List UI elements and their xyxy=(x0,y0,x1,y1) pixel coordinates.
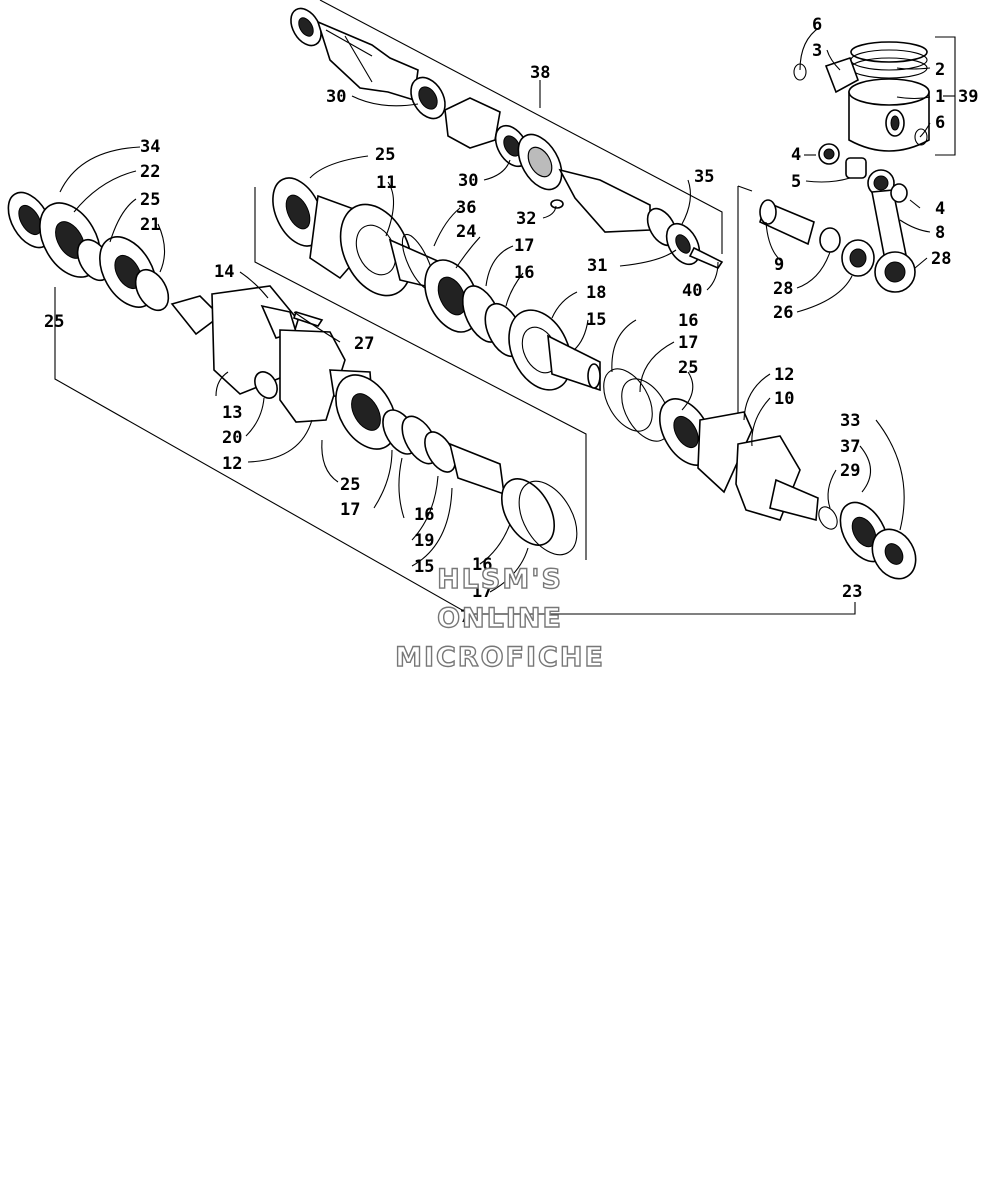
callout-17: 17 xyxy=(340,500,360,520)
callout-33: 33 xyxy=(840,411,860,431)
callout-11: 11 xyxy=(376,173,396,193)
callout-34: 34 xyxy=(140,137,160,157)
callout-25: 25 xyxy=(678,358,698,378)
center-rotor-part xyxy=(272,177,601,392)
right-crank-part xyxy=(603,368,917,580)
watermark: HLSM'S ONLINE MICROFICHE xyxy=(394,563,605,673)
callout-19: 19 xyxy=(414,531,434,551)
callout-15: 15 xyxy=(586,310,606,330)
callout-39: 39 xyxy=(958,87,978,107)
callout-16: 16 xyxy=(414,505,434,525)
callout-9: 9 xyxy=(774,255,784,275)
callout-17: 17 xyxy=(514,236,534,256)
leader-lines xyxy=(59,26,955,593)
callout-30: 30 xyxy=(458,171,478,191)
callout-16: 16 xyxy=(514,263,534,283)
callout-16: 16 xyxy=(472,555,492,575)
callout-25: 25 xyxy=(44,312,64,332)
callout-17: 17 xyxy=(678,333,698,353)
callout-28: 28 xyxy=(931,249,951,269)
callout-15: 15 xyxy=(414,557,434,577)
callout-3: 3 xyxy=(812,41,822,61)
callout-8: 8 xyxy=(935,223,945,243)
callout-20: 20 xyxy=(222,428,242,448)
callout-30: 30 xyxy=(326,87,346,107)
callout-22: 22 xyxy=(140,162,160,182)
callout-10: 10 xyxy=(774,389,794,409)
upper-shaft-part xyxy=(290,7,724,269)
callout-14: 14 xyxy=(214,262,234,282)
callout-2: 2 xyxy=(935,60,945,80)
callout-6: 6 xyxy=(935,113,945,133)
callout-18: 18 xyxy=(586,283,606,303)
callout-36: 36 xyxy=(456,198,476,218)
callout-23: 23 xyxy=(842,582,862,602)
callout-25: 25 xyxy=(375,145,395,165)
callout-27: 27 xyxy=(354,334,374,354)
callout-21: 21 xyxy=(140,215,160,235)
callout-28: 28 xyxy=(773,279,793,299)
callout-17: 17 xyxy=(472,582,492,602)
callout-24: 24 xyxy=(456,222,476,242)
callout-1: 1 xyxy=(935,87,945,107)
callout-12: 12 xyxy=(774,365,794,385)
callout-16: 16 xyxy=(678,311,698,331)
callout-12: 12 xyxy=(222,454,242,474)
callout-35: 35 xyxy=(694,167,714,187)
callout-numbers: 6 3 2 1 39 6 4 5 4 8 28 9 28 26 38 30 30… xyxy=(44,15,978,627)
callout-7: 7 xyxy=(460,607,470,627)
left-crank-part xyxy=(7,191,578,556)
connecting-rod-part xyxy=(759,143,916,293)
callout-5: 5 xyxy=(791,172,801,192)
callout-13: 13 xyxy=(222,403,242,423)
callout-38: 38 xyxy=(530,63,550,83)
callout-25: 25 xyxy=(140,190,160,210)
watermark-line-1: HLSM'S xyxy=(437,564,563,595)
watermark-line-2: ONLINE xyxy=(437,603,563,634)
watermark-line-3: MICROFICHE xyxy=(395,642,605,673)
piston-part xyxy=(793,41,930,152)
callout-6: 6 xyxy=(812,15,822,35)
callout-4: 4 xyxy=(935,199,945,219)
callout-32: 32 xyxy=(516,209,536,229)
callout-40: 40 xyxy=(682,281,702,301)
callout-29: 29 xyxy=(840,461,860,481)
callout-37: 37 xyxy=(840,437,860,457)
callout-4: 4 xyxy=(791,145,801,165)
callout-26: 26 xyxy=(773,303,793,323)
callout-25: 25 xyxy=(340,475,360,495)
callout-31: 31 xyxy=(587,256,607,276)
